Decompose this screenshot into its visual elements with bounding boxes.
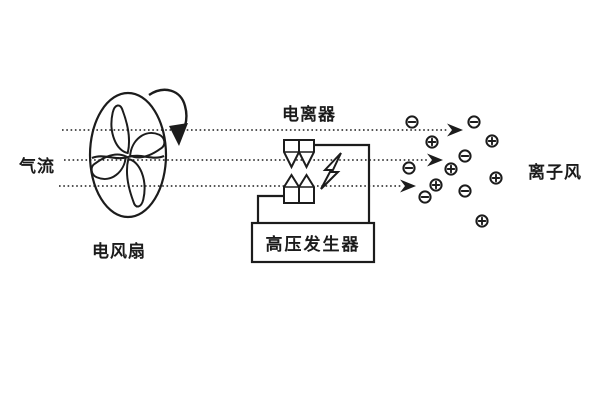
positive-ion-icon [429, 178, 443, 192]
negative-ion-icon [467, 115, 481, 129]
hv-generator-box [250, 221, 376, 264]
rotation-arrow-icon [148, 88, 188, 146]
airflow-lines [59, 123, 463, 193]
wire-bottom [256, 194, 284, 223]
electrode-bottom [283, 173, 315, 204]
positive-ion-icon [475, 214, 489, 228]
negative-ion-icon [418, 190, 432, 204]
wire-top [314, 143, 371, 223]
positive-ion-icon [489, 171, 503, 185]
airflow-arrowhead-icon [400, 179, 416, 193]
ionizer-circuit [250, 139, 376, 264]
electrode-top [283, 139, 315, 170]
lightning-icon [320, 152, 342, 190]
negative-ion-icon [405, 115, 419, 129]
fan-icon [88, 91, 168, 219]
airflow-arrowhead-icon [427, 153, 443, 167]
ionizer-label: 电离器 [282, 105, 336, 124]
fan-ring [88, 91, 168, 219]
ion-cloud [402, 115, 503, 228]
fan-hub-line [91, 154, 165, 160]
ion-wind-label: 离子风 [528, 163, 582, 182]
airflow-label: 气流 [19, 157, 55, 176]
negative-ion-icon [402, 161, 416, 175]
negative-ion-icon [458, 184, 472, 198]
generator-label: 高压发生器 [265, 235, 361, 254]
positive-ion-icon [425, 135, 439, 149]
positive-ion-icon [444, 162, 458, 176]
fan-label: 电风扇 [92, 242, 146, 261]
positive-ion-icon [485, 134, 499, 148]
negative-ion-icon [458, 149, 472, 163]
airflow-arrowhead-icon [447, 123, 463, 137]
